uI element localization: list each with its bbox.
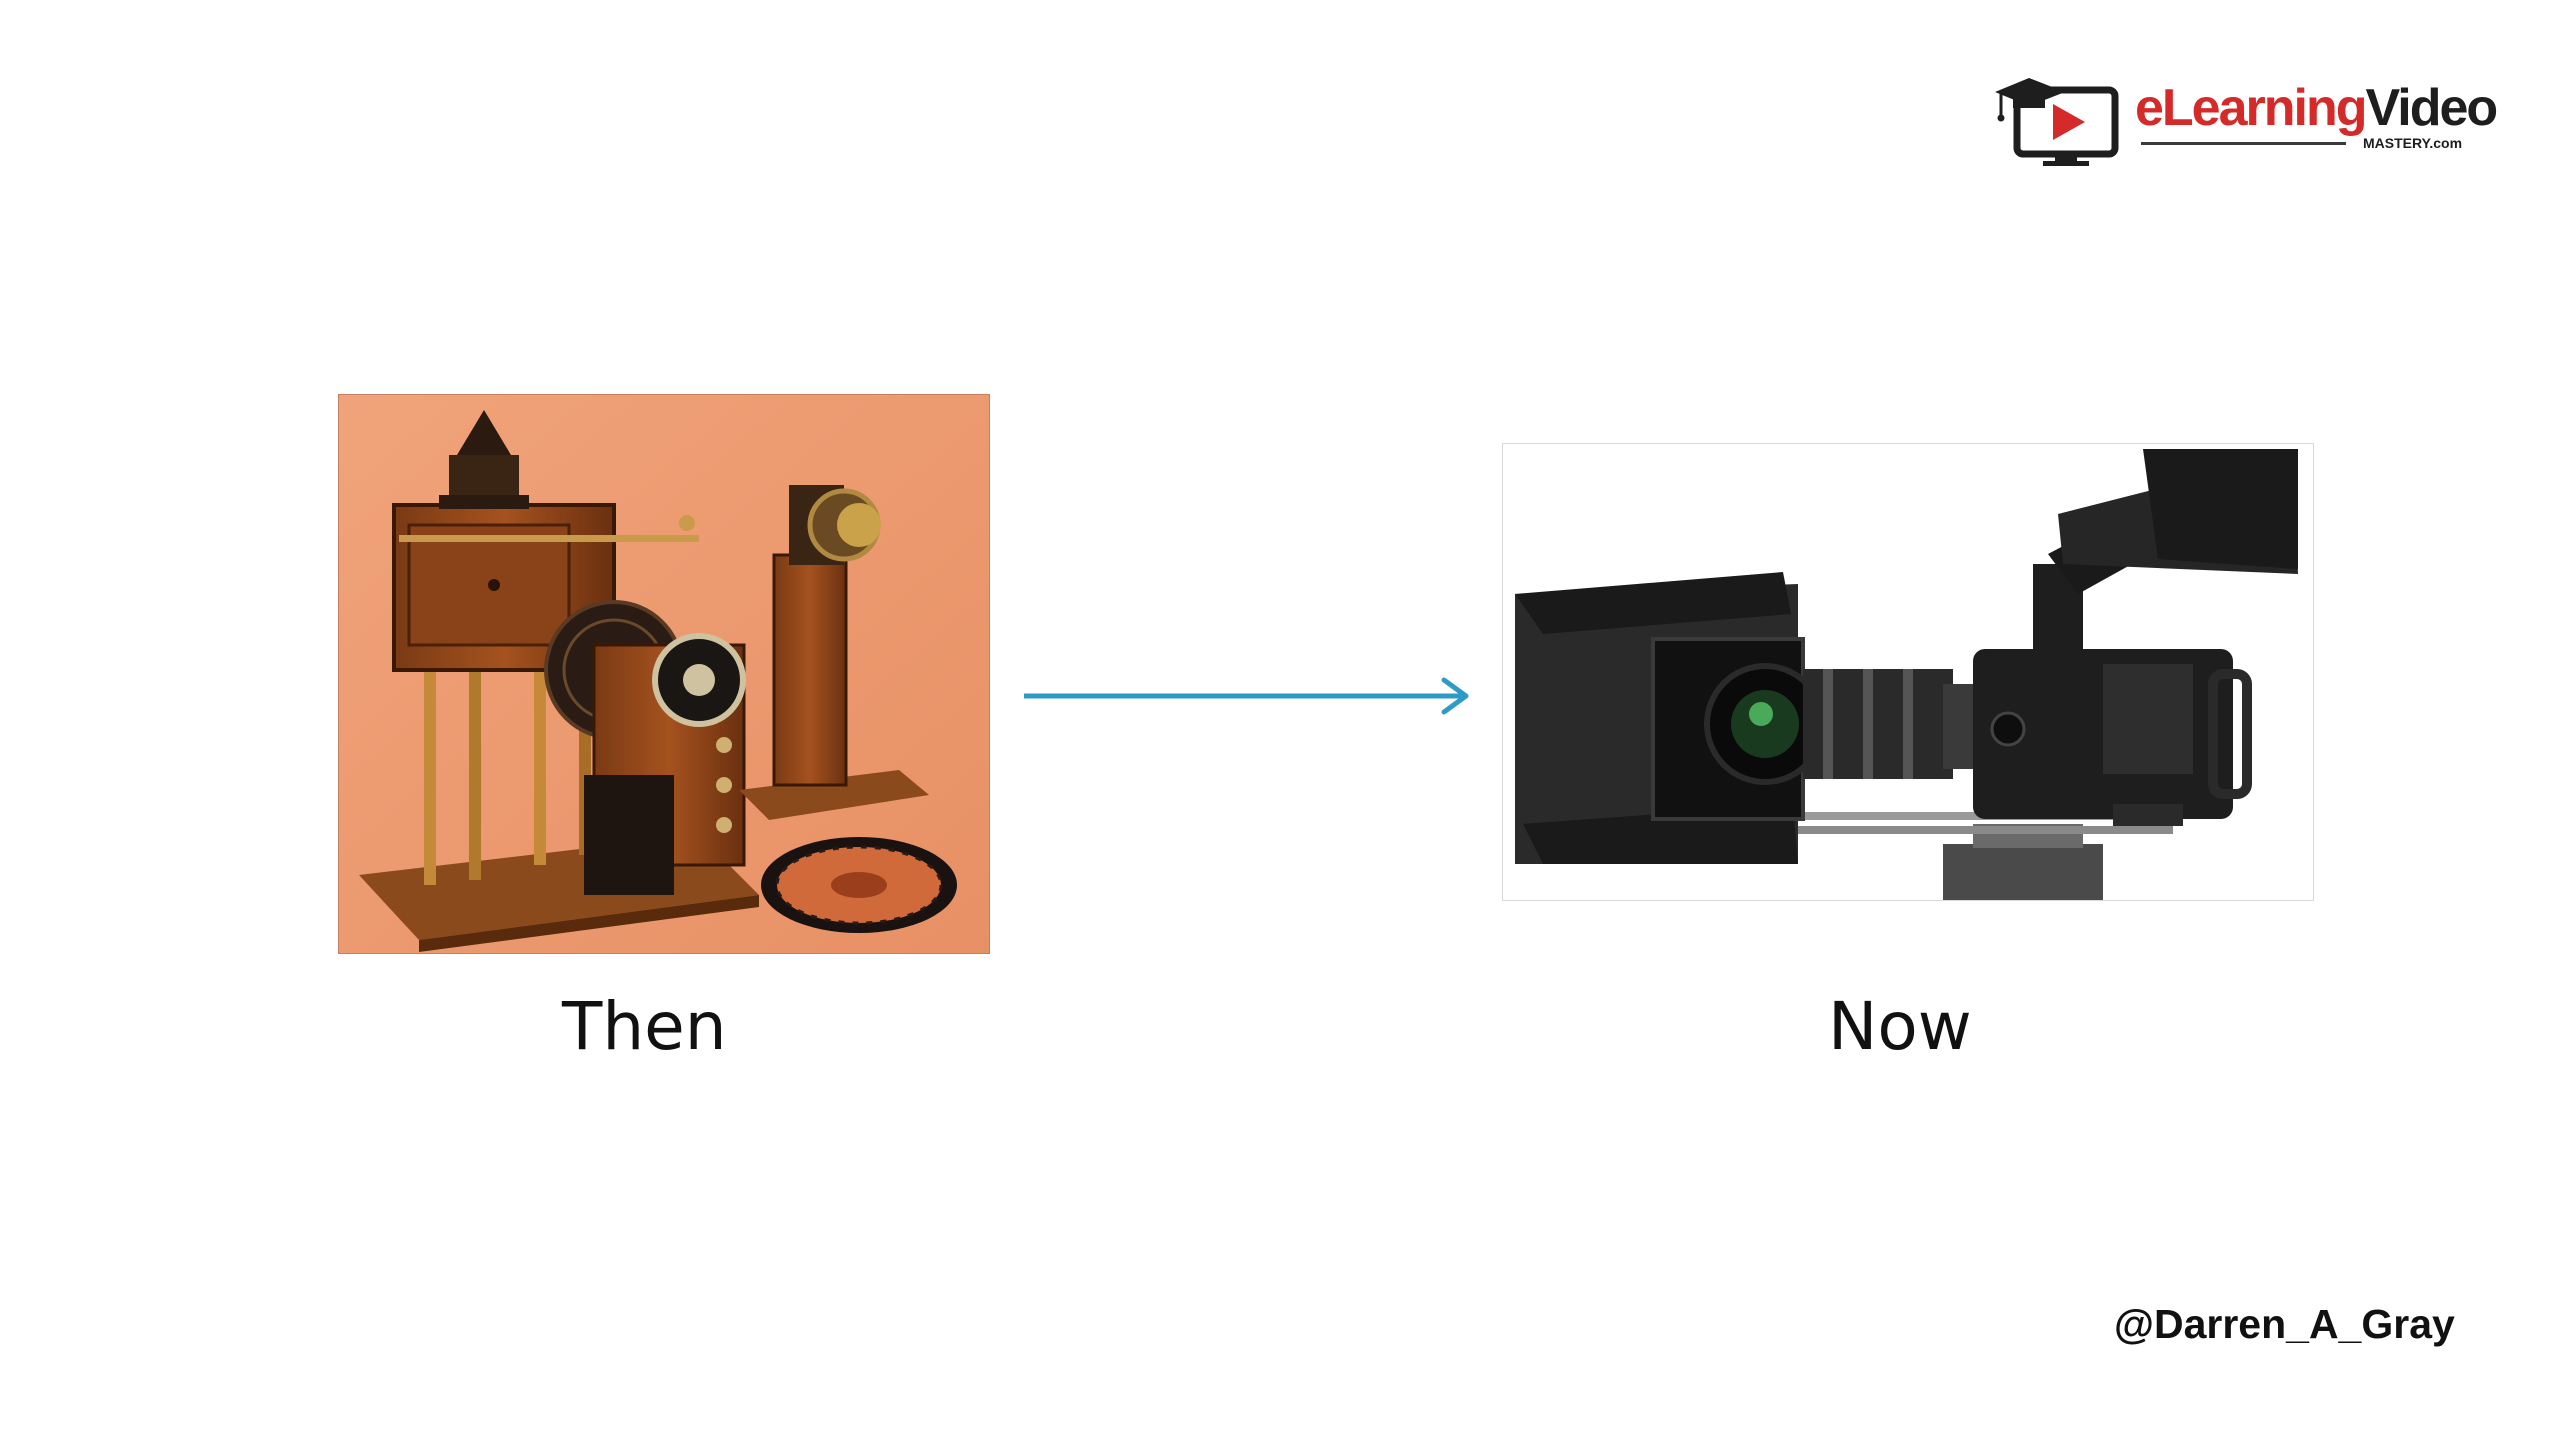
elearning-video-mastery-logo: eLearningVideo MASTERY.com	[1995, 68, 2515, 168]
right-arrow-icon	[1024, 677, 1469, 715]
modern-camera-image	[1502, 443, 2314, 901]
now-caption: Now	[1828, 988, 1972, 1065]
logo-wordmark: eLearningVideo	[2135, 79, 2499, 137]
graduation-cap-play-monitor-icon	[1995, 78, 2119, 166]
twitter-handle: @Darren_A_Gray	[2114, 1301, 2455, 1347]
then-caption: Then	[562, 988, 727, 1065]
antique-projector-image	[338, 394, 990, 954]
logo-subtext: MASTERY.com	[2363, 135, 2463, 151]
logo-word-video: Video	[2365, 79, 2499, 137]
logo-underline	[2141, 142, 2346, 145]
logo-word-elearning: eLearning	[2135, 79, 2367, 137]
